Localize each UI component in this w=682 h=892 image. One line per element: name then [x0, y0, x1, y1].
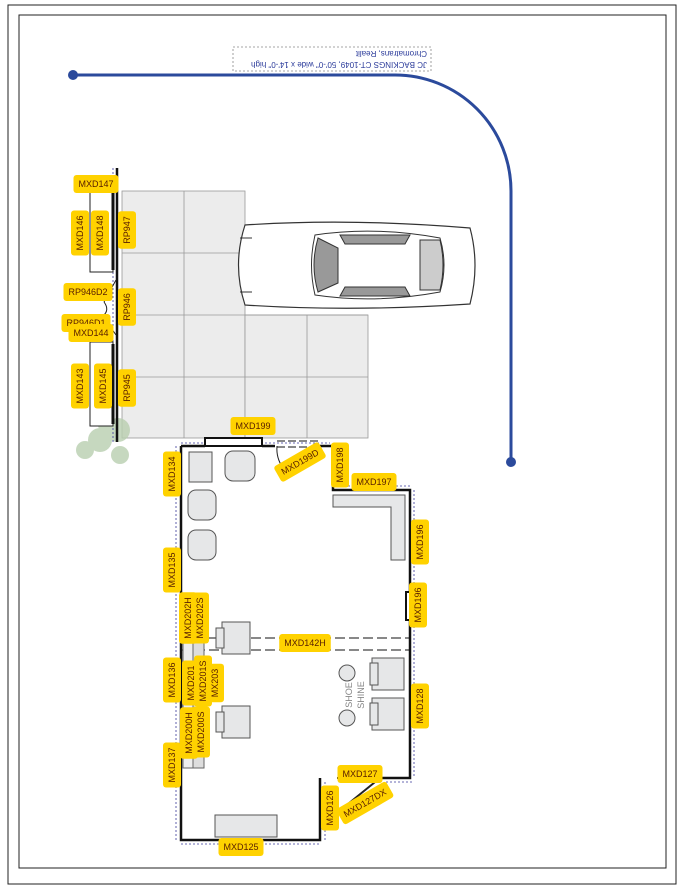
- tag-mxd195[interactable]: MXD196: [409, 582, 427, 628]
- tag-label: MXD200S: [196, 711, 206, 752]
- tag-label: MXD197: [356, 477, 391, 487]
- tag-mxd200s[interactable]: MXD200S: [192, 706, 210, 758]
- tag-mxd147[interactable]: MXD147: [73, 175, 119, 193]
- tag-mxd125[interactable]: MXD125: [218, 838, 264, 856]
- svg-text:SHINE: SHINE: [356, 681, 366, 709]
- path-start-dot: [68, 70, 78, 80]
- tag-label: RP947: [122, 216, 132, 244]
- walk-path: [73, 73, 513, 462]
- tag-label: RP946D2: [68, 287, 107, 297]
- tag-mxd146[interactable]: MXD146: [71, 210, 89, 256]
- tag-mxd142h[interactable]: MXD142H: [279, 634, 331, 652]
- tag-label: MXD196: [415, 524, 425, 559]
- tag-mxd135[interactable]: MXD135: [163, 547, 181, 593]
- bench: [214, 814, 278, 838]
- tag-label: MXD201S: [198, 660, 208, 701]
- tag-label: MXD128: [415, 688, 425, 723]
- tag-label: MXD142H: [284, 638, 326, 648]
- tag-mxd137[interactable]: MXD137: [163, 742, 181, 788]
- tag-label: MXD127: [342, 769, 377, 779]
- chair: [224, 450, 256, 482]
- backing-note-line1: JC BACKINGS CT-1049, 50'-0" wide x 14'-0…: [251, 60, 427, 69]
- tag-label: MXD137: [167, 747, 177, 782]
- armchair: [215, 705, 251, 739]
- tag-label: MXD136: [167, 662, 177, 697]
- car: [237, 221, 476, 309]
- shoe-shine-label: SHOE SHINE: [344, 681, 366, 709]
- tag-label: RP946: [122, 293, 132, 321]
- tag-mxd127dx[interactable]: MXD127DX: [336, 781, 395, 825]
- path-end-dot: [506, 457, 516, 467]
- svg-text:SHOE: SHOE: [344, 682, 354, 708]
- tag-mxd134[interactable]: MXD134: [163, 451, 181, 497]
- tag-mxd196[interactable]: MXD196: [411, 519, 429, 565]
- counter: [332, 494, 406, 561]
- tag-mxd145[interactable]: MXD145: [94, 363, 112, 409]
- tag-rp946d2[interactable]: RP946D2: [63, 283, 113, 301]
- tag-rp946[interactable]: RP946: [118, 288, 136, 326]
- tag-label: MXD134: [167, 456, 177, 491]
- side-table: [188, 451, 213, 483]
- tag-label: RP946D1: [66, 318, 105, 328]
- backing-note: JC BACKINGS CT-1049, 50'-0" wide x 14'-0…: [232, 46, 432, 72]
- tag-mxd197[interactable]: MXD197: [351, 473, 397, 491]
- tag-mxd199[interactable]: MXD199: [230, 417, 276, 435]
- tag-mxd144[interactable]: MXD144: [68, 324, 114, 342]
- backing-note-line2: Chromatrans, Realit: [355, 49, 427, 58]
- tag-rp947[interactable]: RP947: [118, 211, 136, 249]
- tag-mxd128[interactable]: MXD128: [411, 683, 429, 729]
- tag-label: MXD147: [78, 179, 113, 189]
- tag-label: MXD145: [98, 368, 108, 403]
- tag-label: MXD199: [235, 421, 270, 431]
- tag-mxd202s[interactable]: MXD202S: [191, 592, 209, 644]
- footrest: [338, 709, 356, 727]
- tag-mxd136[interactable]: MXD136: [163, 657, 181, 703]
- tag-label: MXD196: [413, 587, 423, 622]
- tag-mxd148[interactable]: MXD148: [91, 210, 109, 256]
- chair: [187, 529, 217, 561]
- armchair: [215, 621, 251, 655]
- shoe-shine-chair: [369, 657, 405, 691]
- tag-label: MXD143: [75, 368, 85, 403]
- tag-mxd127[interactable]: MXD127: [337, 765, 383, 783]
- chair: [187, 489, 217, 521]
- tag-label: MXD202S: [195, 597, 205, 638]
- outer-frame: [7, 4, 677, 885]
- tag-label: MXD125: [223, 842, 258, 852]
- tag-label: MXD202H: [183, 597, 193, 639]
- tag-rp945[interactable]: RP945: [118, 369, 136, 407]
- tag-label: MXD148: [95, 215, 105, 250]
- tag-mx203[interactable]: MX203: [206, 663, 224, 703]
- tag-mxd143[interactable]: MXD143: [71, 363, 89, 409]
- window-mxd199: [204, 437, 263, 447]
- tag-mxd198[interactable]: MXD198: [331, 442, 349, 488]
- tag-label: MXD135: [167, 552, 177, 587]
- tag-label: MXD146: [75, 215, 85, 250]
- tag-label: RP945: [122, 374, 132, 402]
- tag-mxd126[interactable]: MXD126: [321, 785, 339, 831]
- shoe-shine-chair: [369, 697, 405, 731]
- tag-label: MX203: [210, 669, 220, 698]
- tag-label: MXD200H: [184, 712, 194, 754]
- tag-label: MXD144: [73, 328, 108, 338]
- footrest: [338, 664, 356, 682]
- tag-label: MXD126: [325, 790, 335, 825]
- tag-label: MXD201: [186, 665, 196, 700]
- inner-frame: [18, 14, 667, 869]
- tag-mxd199d[interactable]: MXD199D: [273, 441, 327, 482]
- tag-label: MXD198: [335, 447, 345, 482]
